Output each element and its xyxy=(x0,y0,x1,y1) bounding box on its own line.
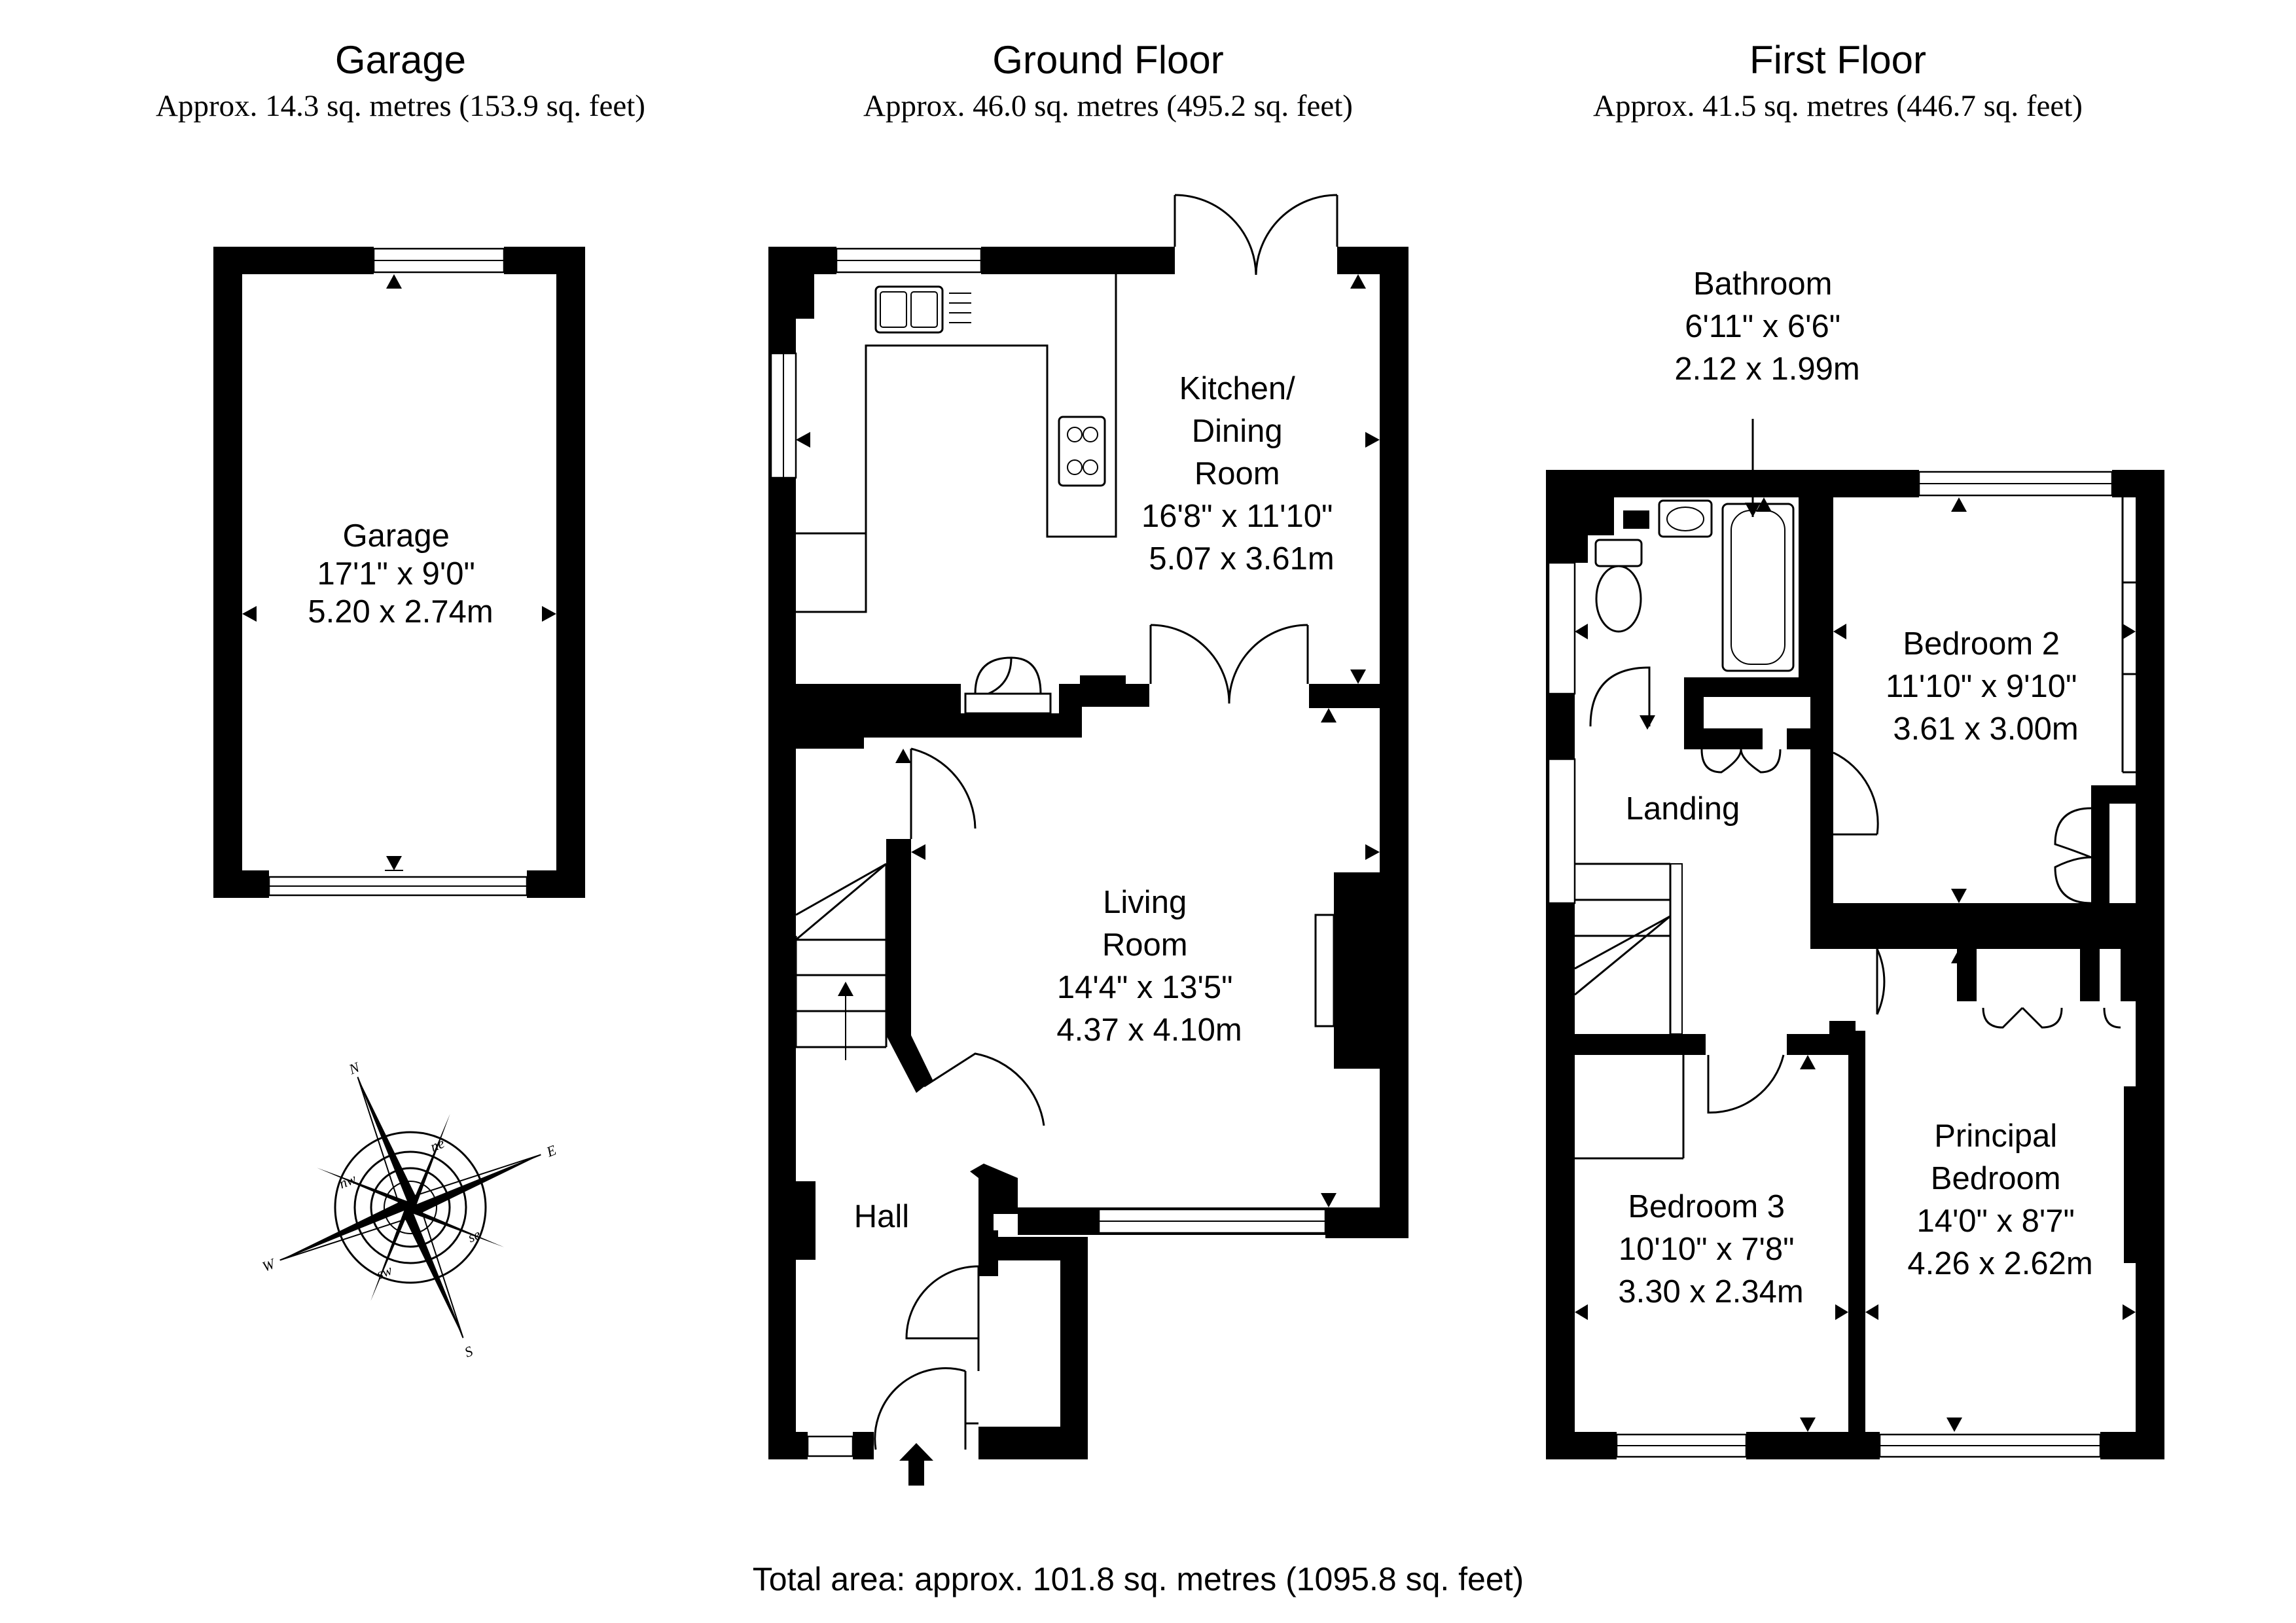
hall-label: Hall xyxy=(854,1199,909,1234)
total-area: Total area: approx. 101.8 sq. metres (10… xyxy=(753,1561,1524,1597)
bathroom-label: Bathroom 6'11" x 6'6" 2.12 x 1.99m xyxy=(1674,266,1859,387)
ground-floor-plan: Kitchen/ Dining Room 16'8" x 11'10" 5.07… xyxy=(768,194,1408,1486)
garage-header-title: Garage xyxy=(335,38,466,82)
first-floor-header-title: First Floor xyxy=(1749,38,1926,82)
compass-s: S xyxy=(462,1343,475,1361)
ground-floor-header-area: Approx. 46.0 sq. metres (495.2 sq. feet) xyxy=(863,89,1353,123)
principal-bedroom-label: Principal Bedroom 14'0" x 8'7" 4.26 x 2.… xyxy=(1907,1118,2092,1281)
headers: Garage Approx. 14.3 sq. metres (153.9 sq… xyxy=(156,38,2083,123)
bedroom-3-label: Bedroom 3 10'10" x 7'8" 3.30 x 2.34m xyxy=(1618,1189,1803,1310)
compass-rose: N S E W ne nw se sw xyxy=(260,1058,559,1361)
first-floor-plan: Bathroom 6'11" x 6'6" 2.12 x 1.99m Bedro… xyxy=(1546,266,2164,1459)
compass-e: E xyxy=(543,1141,558,1160)
compass-nw: nw xyxy=(336,1170,358,1192)
compass-w: W xyxy=(260,1255,278,1275)
garage-room-label: Garage 17'1" x 9'0" 5.20 x 2.74m xyxy=(308,518,493,630)
garage-header-area: Approx. 14.3 sq. metres (153.9 sq. feet) xyxy=(156,89,645,123)
compass-ne: ne xyxy=(428,1135,447,1155)
compass-se: se xyxy=(465,1226,483,1245)
landing-label: Landing xyxy=(1626,791,1740,827)
kitchen-dining-room-label: Kitchen/ Dining Room 16'8" x 11'10" 5.07… xyxy=(1141,371,1342,577)
first-floor-header-area: Approx. 41.5 sq. metres (446.7 sq. feet) xyxy=(1593,89,2083,123)
ground-floor-header-title: Ground Floor xyxy=(992,38,1224,82)
compass-n: N xyxy=(346,1058,363,1078)
bedroom-2-label: Bedroom 2 11'10" x 9'10" 3.61 x 3.00m xyxy=(1886,626,2086,747)
garage-plan: Garage 17'1" x 9'0" 5.20 x 2.74m xyxy=(213,247,585,898)
living-room-label: Living Room 14'4" x 13'5" 4.37 x 4.10m xyxy=(1056,885,1242,1048)
